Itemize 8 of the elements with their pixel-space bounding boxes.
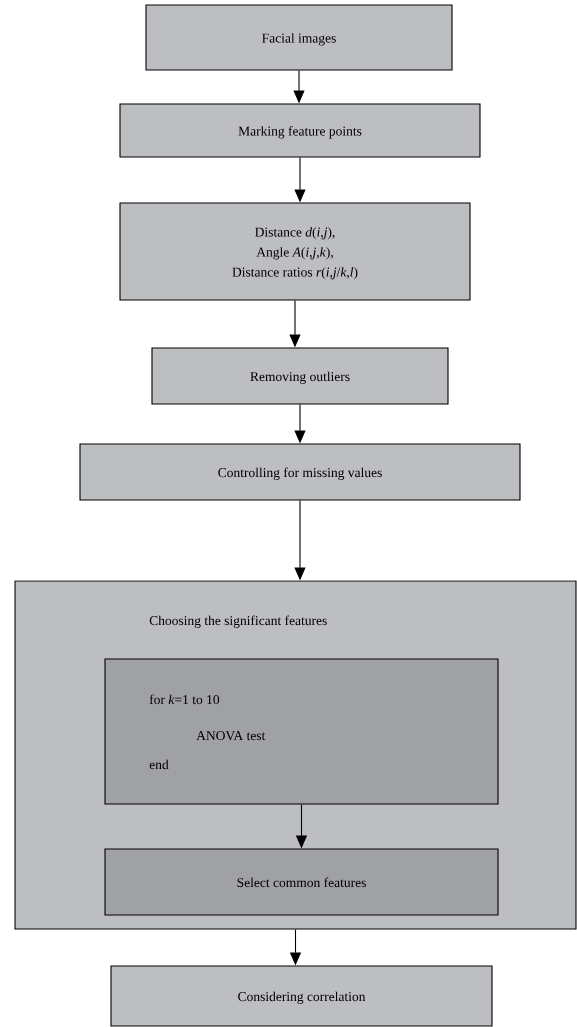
process-box: Controlling for missing values: [79, 443, 521, 501]
process-box: Distance d(i,j), Angle A(i,j,k), Distance ratios r(i,j/k,l): [119, 202, 471, 301]
process-box: Marking feature points: [119, 103, 481, 158]
process-box: Select common features: [104, 848, 499, 916]
process-box: Removing outliers: [151, 347, 449, 405]
process-box: Facial images: [145, 4, 453, 71]
process-box: Considering correlation: [110, 965, 493, 1027]
process-box: for k=1 to 10 ANOVA test end: [104, 658, 499, 805]
